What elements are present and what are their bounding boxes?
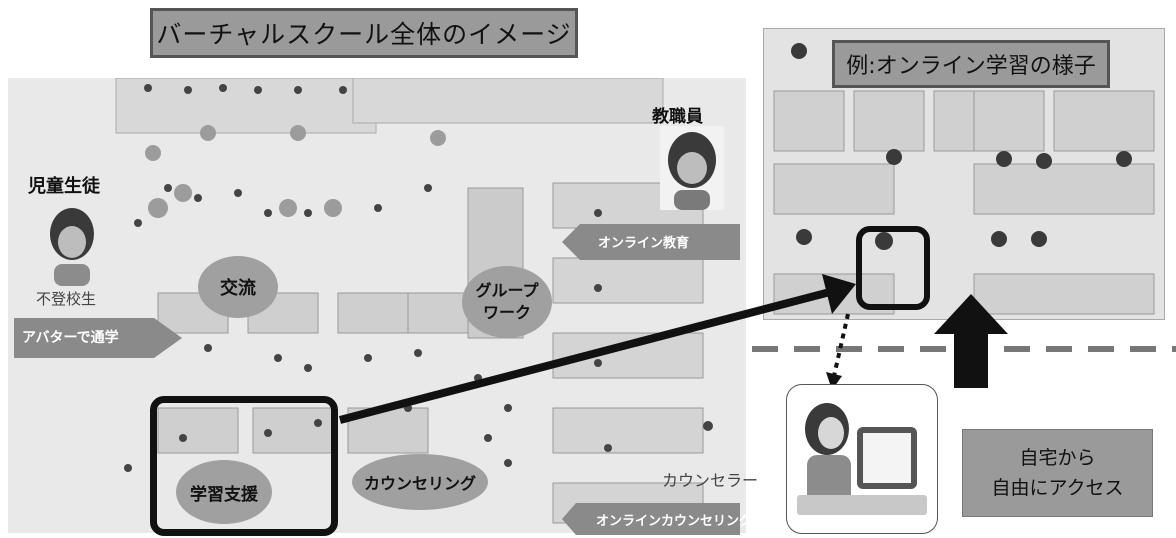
counselor-label: カウンセラー xyxy=(662,471,759,490)
example-title: 例:オンライン学習の様子 xyxy=(832,40,1110,88)
online-education-arrow-shape xyxy=(562,224,740,260)
group-work-label-line2: ワーク xyxy=(482,303,531,322)
commute-arrow-shape xyxy=(14,318,182,358)
staff-avatar-icon xyxy=(660,126,724,210)
online-counseling-band xyxy=(562,503,740,535)
commute-arrow-label: アバターで通学 xyxy=(22,330,119,346)
home-access-line2: 自由にアクセス xyxy=(991,477,1124,499)
learning-support-highlight-frame xyxy=(150,396,338,536)
diagram-title: バーチャルスクール全体のイメージ xyxy=(150,8,578,58)
online-counseling-label: オンラインカウンセリング xyxy=(596,514,753,529)
exchange-area-label: 交流 xyxy=(198,256,278,318)
learner-avatars xyxy=(791,43,1132,250)
thick-up-arrow xyxy=(934,294,1008,388)
top-right-building xyxy=(352,77,664,124)
students-sublabel: 不登校生 xyxy=(36,290,97,308)
home-access-box: 自宅から 自由にアクセス xyxy=(962,429,1153,517)
student-avatar-icon xyxy=(50,208,94,286)
top-classroom-building xyxy=(115,77,377,134)
connection-arrow xyxy=(338,274,856,424)
group-work-label: グループ ワーク xyxy=(462,266,552,338)
dotted-down-arrow xyxy=(826,313,850,390)
home-access-line1: 自宅から xyxy=(1019,446,1096,469)
counseling-label: カウンセリング xyxy=(352,454,488,510)
study-booths xyxy=(773,90,1155,315)
avatars xyxy=(124,84,713,472)
learner-highlight-frame xyxy=(856,226,930,310)
learning-support-label: 学習支援 xyxy=(176,460,272,524)
online-education-label: オンライン教育 xyxy=(598,236,690,251)
home-study-frame xyxy=(786,384,938,534)
students-heading: 児童生徒 xyxy=(28,176,100,197)
group-work-label-line1: グループ xyxy=(475,280,539,300)
online-learning-room-illustration xyxy=(773,43,1155,315)
staff-heading: 教職員 xyxy=(652,107,703,127)
home-study-illustration xyxy=(797,403,927,515)
trees xyxy=(145,125,446,218)
